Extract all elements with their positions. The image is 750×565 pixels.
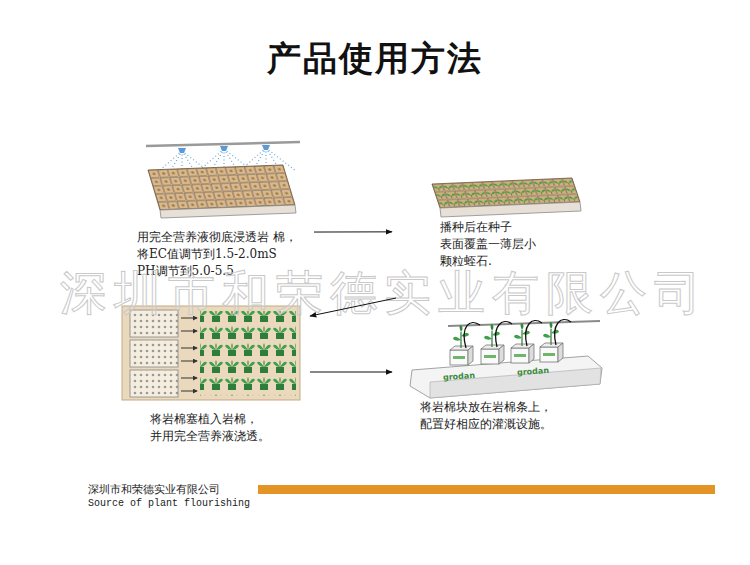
move-arrow xyxy=(181,331,197,332)
rockwool-block xyxy=(450,325,473,365)
seedling-grid xyxy=(200,311,296,396)
drip-line xyxy=(526,321,542,346)
drip-line xyxy=(555,320,571,345)
rockwool-block xyxy=(540,322,563,362)
drip-line xyxy=(496,322,512,347)
move-arrow xyxy=(181,361,197,362)
step-panel: 用完全营养液彻底浸透岩 棉，将EC值调节到1.5-2.0mS PH调节到5.0-… xyxy=(128,138,314,282)
tray-grid xyxy=(148,165,295,210)
drip-line xyxy=(464,323,480,348)
move-arrow xyxy=(181,348,197,349)
rockwool-block xyxy=(481,324,504,364)
company-name: 深圳市和荣德实业有限公司 xyxy=(88,482,220,497)
rockwool-slab xyxy=(410,356,602,398)
step-caption: 将岩棉块放在岩棉条上， 配置好相应的灌溉设施。 xyxy=(420,399,595,433)
plug-tray xyxy=(130,370,178,397)
rockwool-block xyxy=(511,323,534,363)
move-arrow xyxy=(181,378,197,379)
step-caption: 播种后在种子 表面覆盖一薄层小 颗粒蛭石. xyxy=(440,219,555,270)
footer-bar xyxy=(258,485,715,494)
step-panel: 将岩棉块放在岩棉条上， 配置好相应的灌溉设施。 xyxy=(392,315,602,440)
work-panel xyxy=(122,306,300,400)
flow-arrow xyxy=(314,231,392,232)
slogan: Source of plant flourishing xyxy=(88,498,250,509)
flow-arrow xyxy=(310,298,396,316)
tray-top xyxy=(148,165,295,210)
step-panel: 将岩棉塞植入岩棉， 并用完全营养液浇透。 xyxy=(118,300,310,450)
slab-side xyxy=(430,368,601,398)
watermark: 深圳市和荣德实业有限公司 xyxy=(60,262,708,325)
tray-side xyxy=(440,202,581,217)
step-caption: 将岩棉塞植入岩棉， 并用完全营养液浇透。 xyxy=(150,411,290,445)
plug-tray xyxy=(130,340,178,367)
page-title: 产品使用方法 xyxy=(0,36,750,82)
flow-arrow xyxy=(310,372,392,373)
tray-side xyxy=(160,205,296,218)
water-pipe xyxy=(146,142,300,146)
move-arrow xyxy=(181,391,197,392)
drip-pipe xyxy=(448,321,600,326)
